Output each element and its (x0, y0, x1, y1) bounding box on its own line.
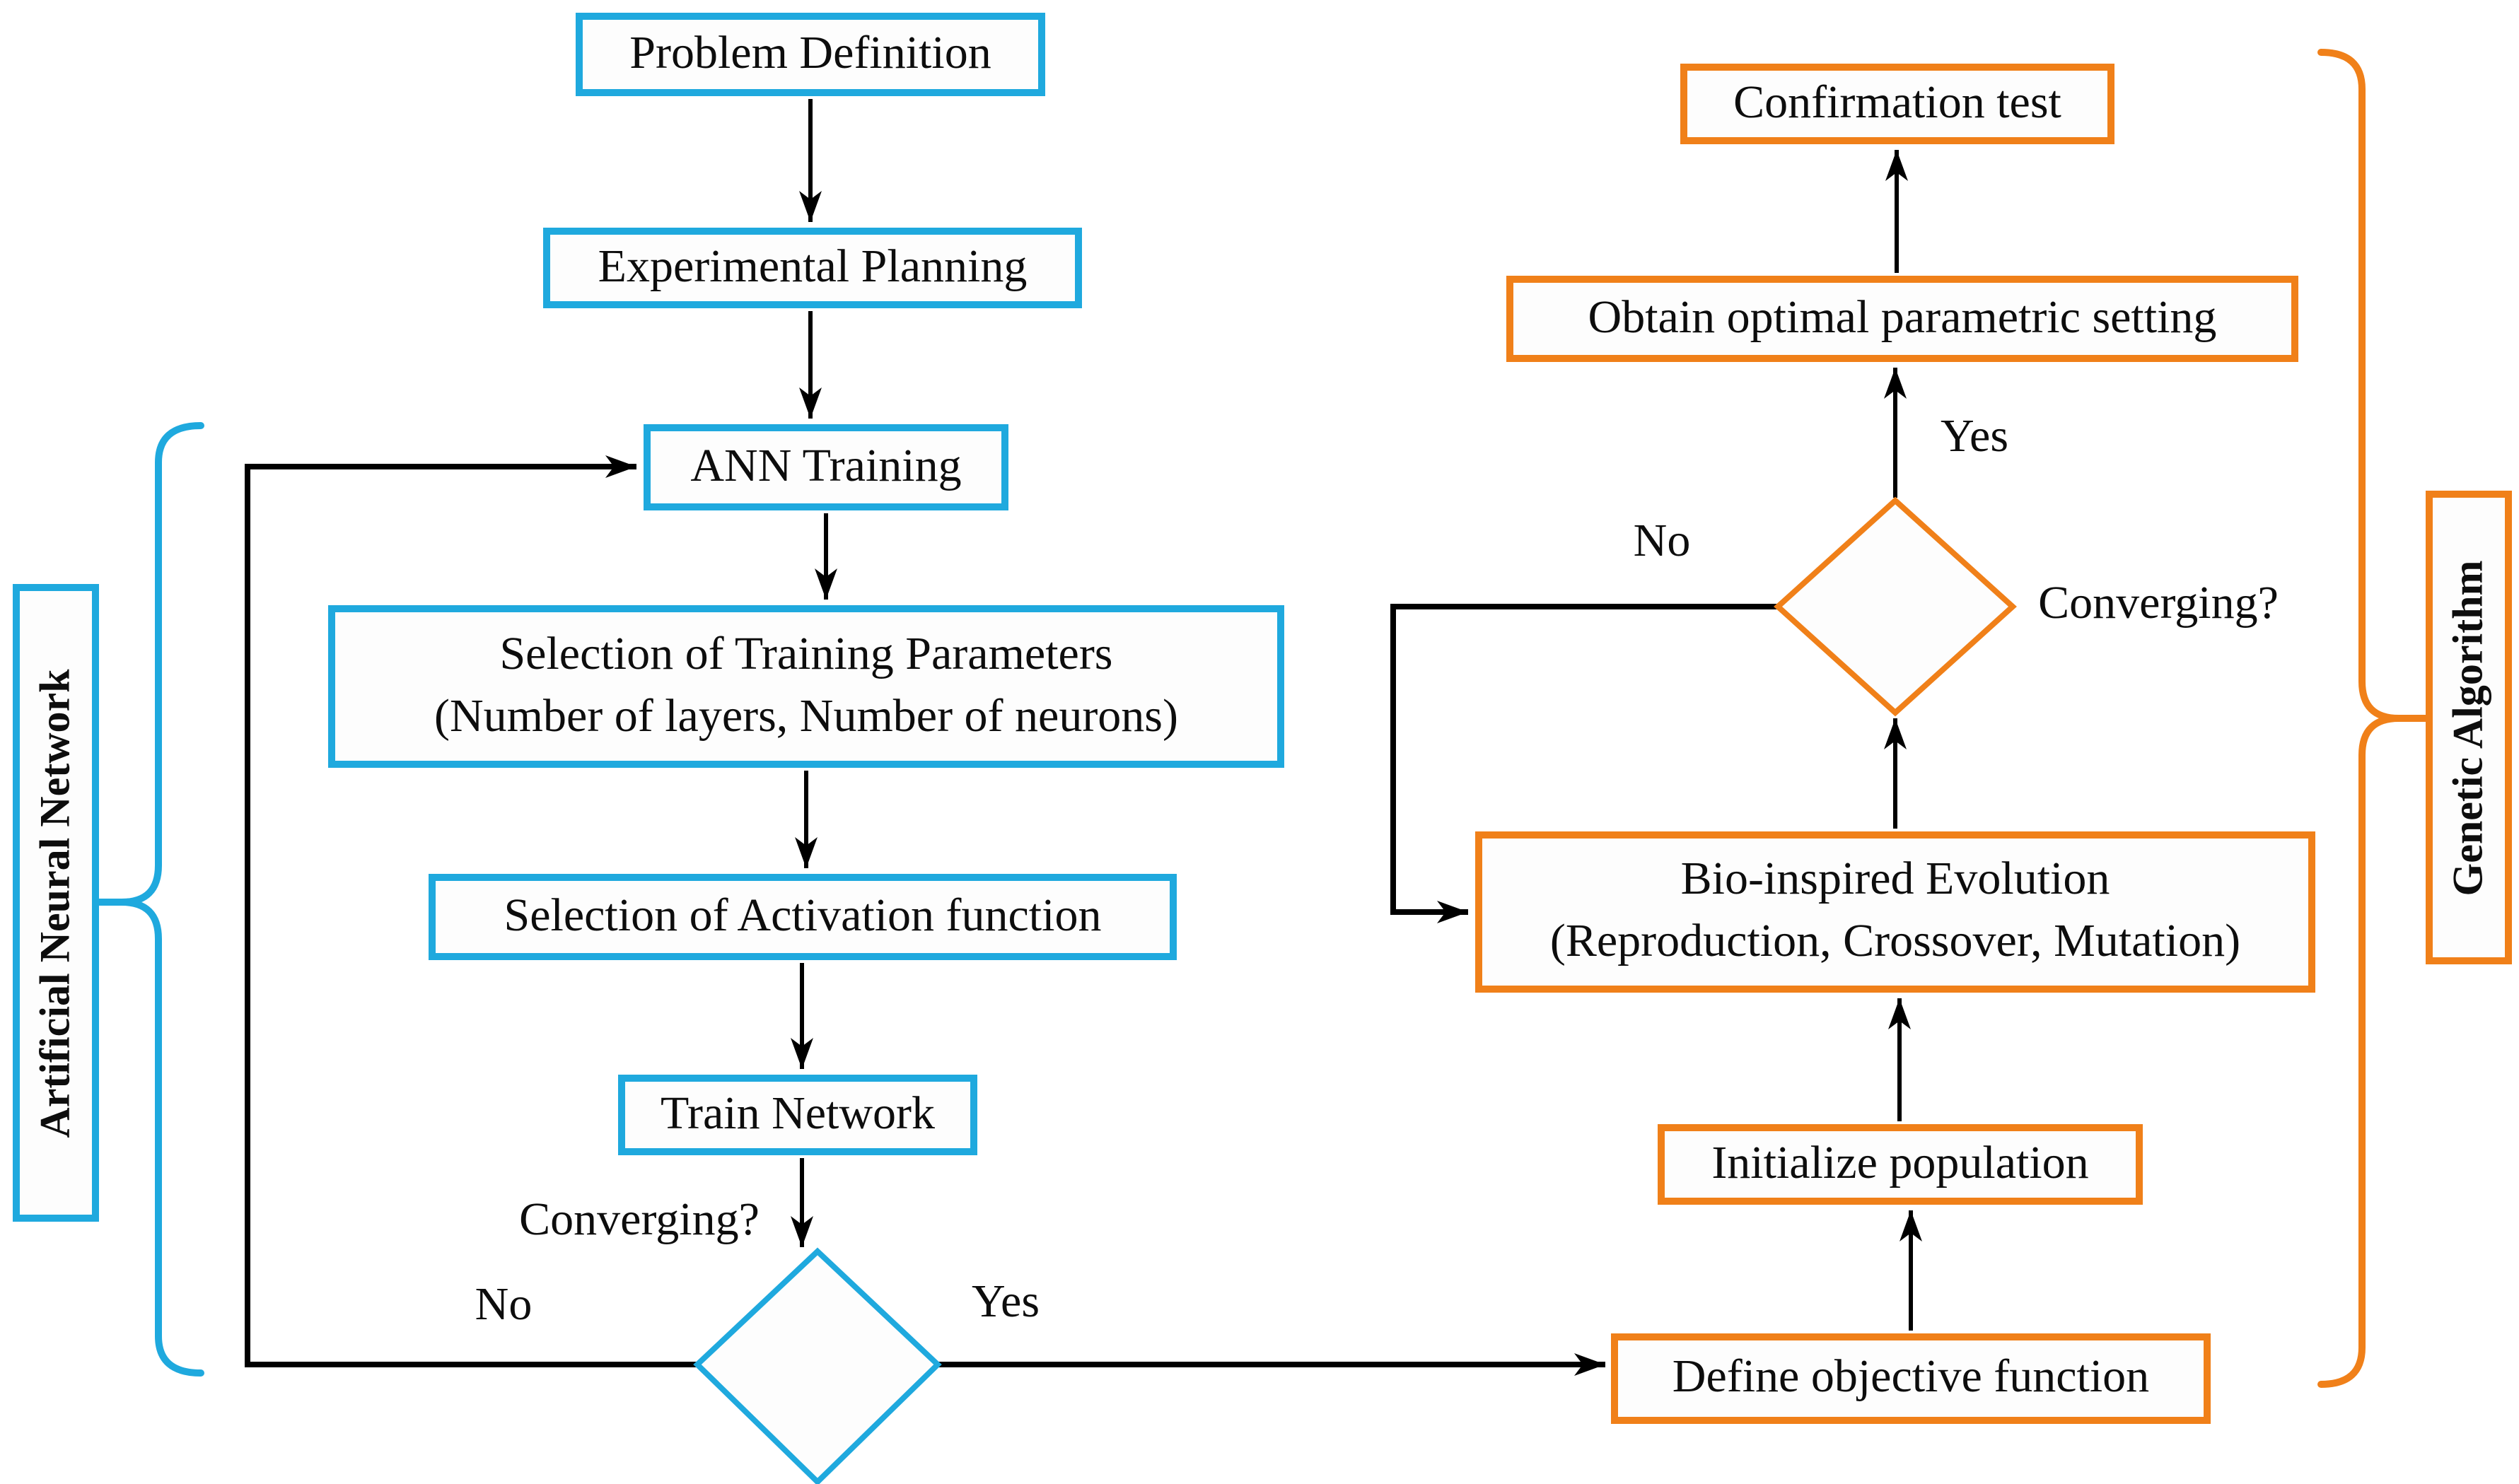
decision-diamond-ann-converging (693, 1247, 942, 1484)
edge-label-yes-ga: Yes (1940, 411, 2009, 462)
group-label-artificial-neural-network: Artificial Neural Network (13, 584, 99, 1222)
node-ann-training: ANN Training (644, 424, 1008, 510)
brace-ga-group (2317, 49, 2399, 1388)
group-label-ga-text: Genetic Algorithm (2445, 559, 2492, 896)
edge-label-no-ann: No (475, 1280, 533, 1331)
node-ann-training-label: ANN Training (690, 440, 962, 492)
node-selection-activation-function-label: Selection of Activation function (504, 890, 1102, 942)
node-bio-inspired-evolution: Bio-inspired Evolution (Reproduction, Cr… (1475, 831, 2315, 993)
node-obtain-optimal-parametric-setting: Obtain optimal parametric setting (1506, 276, 2298, 362)
node-selection-training-parameters-line2: (Number of layers, Number of neurons) (434, 691, 1178, 742)
node-experimental-planning: Experimental Planning (543, 228, 1082, 308)
edge-label-yes-ann: Yes (971, 1277, 1040, 1328)
node-confirmation-test: Confirmation test (1680, 64, 2114, 144)
decision-question-ga: Converging? (2038, 578, 2279, 629)
node-selection-training-parameters-line1: Selection of Training Parameters (499, 629, 1113, 680)
edge-converging-no-loop-evolution (1390, 604, 1778, 923)
node-bio-inspired-evolution-line1: Bio-inspired Evolution (1680, 854, 2110, 906)
edge-converging-no-loop-ann (245, 455, 697, 1367)
edge-label-no-ga: No (1633, 516, 1691, 567)
decision-diamond-ga-converging (1774, 496, 2017, 717)
node-problem-definition-label: Problem Definition (629, 28, 991, 79)
group-label-ann-text: Artificial Neural Network (32, 668, 79, 1138)
group-label-genetic-algorithm: Genetic Algorithm (2426, 491, 2512, 964)
node-define-objective-function-label: Define objective function (1672, 1352, 2150, 1403)
node-train-network-label: Train Network (660, 1088, 936, 1140)
node-initialize-population-label: Initialize population (1711, 1138, 2089, 1189)
node-selection-training-parameters: Selection of Training Parameters (Number… (328, 605, 1284, 768)
node-initialize-population: Initialize population (1658, 1124, 2143, 1205)
decision-question-ann: Converging? (519, 1195, 760, 1246)
node-experimental-planning-label: Experimental Planning (598, 241, 1028, 293)
node-train-network: Train Network (618, 1075, 977, 1155)
node-obtain-optimal-parametric-setting-label: Obtain optimal parametric setting (1588, 292, 2217, 344)
node-confirmation-test-label: Confirmation test (1733, 77, 2061, 129)
node-selection-activation-function: Selection of Activation function (429, 874, 1177, 960)
node-problem-definition: Problem Definition (576, 13, 1045, 96)
node-bio-inspired-evolution-line2: (Reproduction, Crossover, Mutation) (1549, 916, 2241, 967)
node-define-objective-function: Define objective function (1611, 1333, 2211, 1424)
brace-ann-group (121, 422, 204, 1377)
